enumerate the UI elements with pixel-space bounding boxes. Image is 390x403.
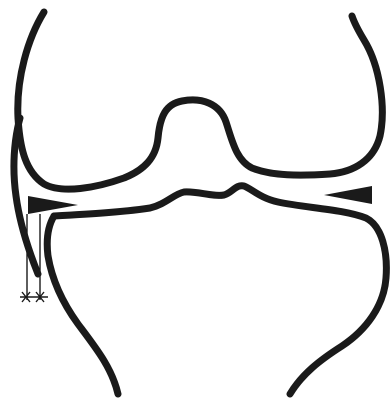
- outer-soft-tissue-outline: [14, 118, 38, 274]
- medial-joint-space-marker: [324, 186, 372, 204]
- femur-lateral-outline: [18, 12, 383, 189]
- tibia-medial-shaft: [47, 216, 118, 394]
- lateral-joint-space-marker: [28, 196, 78, 214]
